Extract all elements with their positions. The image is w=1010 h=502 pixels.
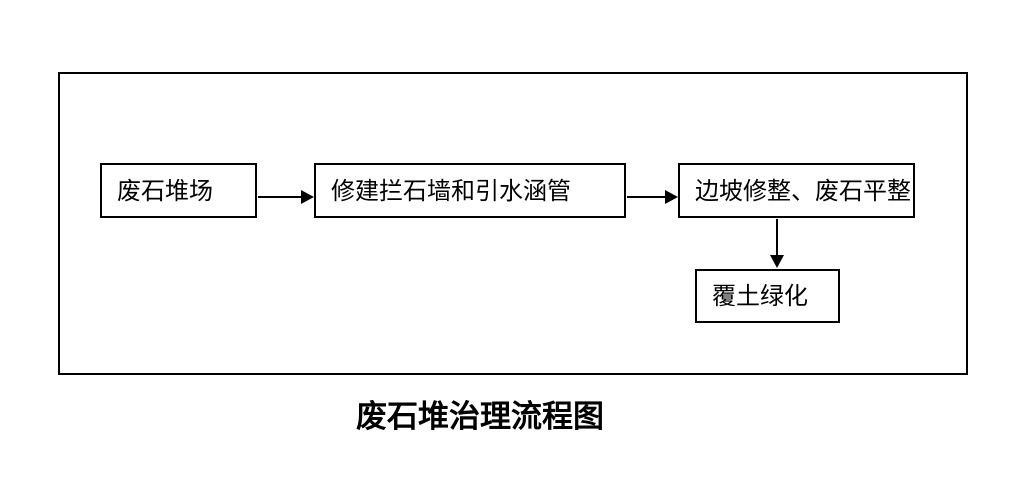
flow-node-label: 边坡修整、废石平整	[695, 176, 911, 205]
arrow-line-3	[776, 219, 778, 256]
diagram-title: 废石堆治理流程图	[356, 399, 604, 435]
arrow-down-icon	[770, 255, 784, 268]
flow-node-slope-trim-leveling: 边坡修整、废石平整	[678, 163, 915, 218]
flow-node-label: 覆土绿化	[712, 282, 808, 310]
flow-node-soil-cover-greening: 覆土绿化	[695, 269, 840, 323]
flow-node-waste-rock-yard: 废石堆场	[100, 163, 257, 218]
arrow-line-2	[627, 196, 666, 198]
flowchart-border-frame	[58, 72, 968, 375]
arrow-right-icon	[301, 190, 314, 204]
flow-node-label: 废石堆场	[117, 176, 213, 205]
arrow-right-icon	[665, 190, 678, 204]
flow-node-label: 修建拦石墙和引水涵管	[331, 176, 571, 205]
flow-node-build-wall-culvert: 修建拦石墙和引水涵管	[314, 163, 626, 218]
arrow-line-1	[258, 196, 302, 198]
